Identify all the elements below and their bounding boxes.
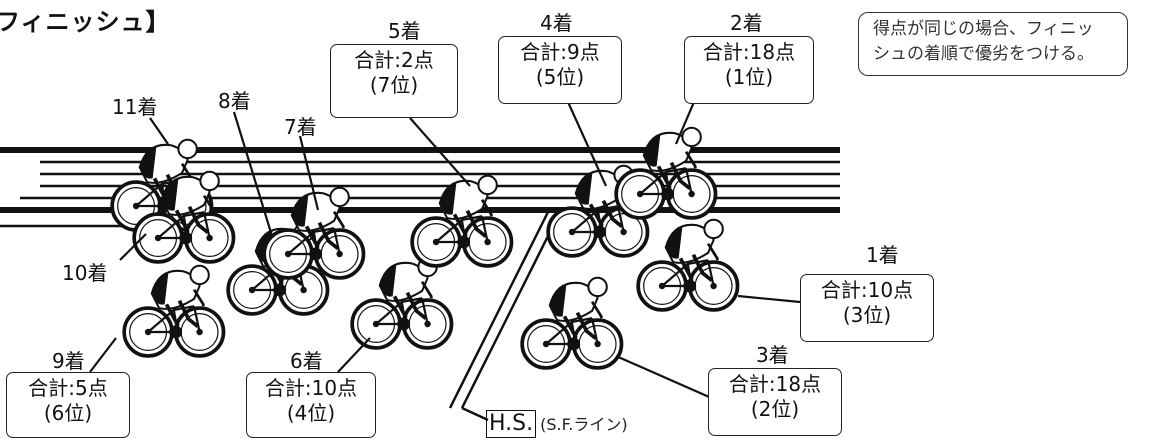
score-rank: (6位) — [43, 401, 93, 425]
score-box-2nd: 合計:18点 (1位) — [684, 36, 814, 104]
place-label-10: 10着 — [62, 261, 108, 285]
diagram-title: フィニッシュ】 — [0, 8, 171, 36]
score-rank: (4位) — [286, 401, 336, 425]
score-box-5th: 合計:2点 (7位) — [330, 44, 458, 118]
rider-1 — [636, 217, 740, 312]
place-label-7: 7着 — [284, 115, 317, 139]
rider-9 — [122, 263, 226, 358]
note-line-2: シュの着順で優劣をつける。 — [873, 44, 1094, 64]
score-rank: (1位) — [724, 65, 774, 89]
score-total: 合計:5点 — [28, 376, 108, 400]
place-label-5: 5着 — [388, 19, 421, 43]
score-total: 合計:18点 — [728, 372, 822, 396]
score-total: 合計:9点 — [520, 40, 600, 64]
score-total: 合計:10点 — [264, 376, 358, 400]
rider-3 — [520, 275, 624, 370]
leader-lines — [89, 101, 801, 402]
place-label-11: 11着 — [112, 95, 158, 119]
hs-label: H.S. — [486, 410, 537, 438]
score-box-3rd: 合計:18点 (2位) — [708, 368, 842, 436]
rider-7 — [262, 185, 366, 280]
note-line-1: 得点が同じの場合、フィニッ — [873, 19, 1094, 39]
place-label-6: 6着 — [290, 349, 323, 373]
place-label-1: 1着 — [866, 243, 899, 267]
place-label-4: 4着 — [540, 11, 573, 35]
finish-line-label: H.S.(S.F.ライン) — [486, 410, 628, 438]
rider-2 — [614, 125, 718, 220]
score-total: 合計:2点 — [354, 48, 434, 72]
rider-6 — [350, 255, 454, 350]
place-label-9: 9着 — [52, 349, 85, 373]
tie-rule-note: 得点が同じの場合、フィニッ シュの着順で優劣をつける。 — [858, 12, 1128, 76]
score-rank: (7位) — [369, 73, 419, 97]
score-rank: (5位) — [535, 65, 585, 89]
place-label-3: 3着 — [756, 343, 789, 367]
score-box-9th: 合計:5点 (6位) — [6, 372, 130, 438]
place-label-8: 8着 — [218, 89, 251, 113]
score-rank: (2位) — [750, 397, 800, 421]
place-label-2: 2着 — [730, 11, 763, 35]
score-total: 合計:18点 — [702, 40, 796, 64]
rider-5 — [410, 173, 514, 268]
score-box-6th: 合計:10点 (4位) — [246, 372, 376, 438]
score-rank: (3位) — [842, 303, 892, 327]
score-box-1st: 合計:10点 (3位) — [800, 274, 934, 342]
sf-line-label: (S.F.ライン) — [540, 415, 628, 434]
finish-line — [448, 211, 562, 422]
score-total: 合計:10点 — [820, 278, 914, 302]
score-box-4th: 合計:9点 (5位) — [498, 36, 622, 104]
